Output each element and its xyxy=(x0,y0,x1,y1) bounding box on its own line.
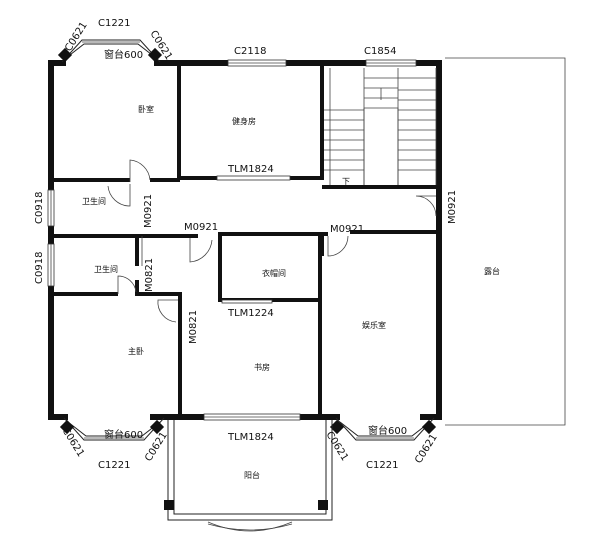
label-bay-tl: 窗台600 xyxy=(104,48,143,61)
exterior-walls xyxy=(48,60,442,420)
label-m0921-ent: M0921 xyxy=(330,224,364,235)
label-c2118: C2118 xyxy=(234,46,266,57)
label-tlm1824-gym: TLM1824 xyxy=(227,164,274,175)
label-c0918-upper: C0918 xyxy=(34,192,45,224)
room-master-bedroom: 主卧 xyxy=(128,346,144,356)
room-entertainment: 娱乐室 xyxy=(362,320,386,330)
label-bay-br: 窗台600 xyxy=(368,424,407,437)
room-bath-upper: 卫生间 xyxy=(82,196,106,206)
label-m0921-right: M0921 xyxy=(447,190,458,224)
label-c1854: C1854 xyxy=(364,46,396,57)
label-c0621-br-right: C0621 xyxy=(413,432,440,465)
interior-walls xyxy=(48,60,440,420)
room-balcony: 阳台 xyxy=(244,470,260,480)
label-tlm1824-study: TLM1824 xyxy=(227,432,274,443)
label-m0921-corridor: M0921 xyxy=(184,222,218,233)
doors xyxy=(107,159,437,323)
label-c0621-bl-left: C0621 xyxy=(59,426,86,459)
bay-window-bottom-left xyxy=(59,417,165,441)
balcony xyxy=(164,420,333,532)
label-c0918-lower: C0918 xyxy=(34,252,45,284)
room-bedroom: 卧室 xyxy=(138,104,154,114)
label-m0821-bath2: M0821 xyxy=(144,258,155,292)
label-c1221-br: C1221 xyxy=(366,460,398,471)
bay-window-bottom-right xyxy=(329,417,437,441)
label-c1221-bl: C1221 xyxy=(98,460,130,471)
label-c0621-bl-right: C0621 xyxy=(143,430,170,463)
room-gym: 健身房 xyxy=(232,116,256,126)
staircase xyxy=(324,68,437,185)
label-bay-bl: 窗台600 xyxy=(104,428,143,441)
room-study: 书房 xyxy=(254,362,270,372)
terrace-outline xyxy=(445,57,566,426)
label-c0621-br-left: C0621 xyxy=(323,430,350,463)
label-c1221-top: C1221 xyxy=(98,18,130,29)
room-cloakroom: 衣帽间 xyxy=(262,268,286,278)
windows xyxy=(47,59,417,421)
label-m0821-master: M0821 xyxy=(188,310,199,344)
label-tlm1224: TLM1224 xyxy=(227,308,274,319)
room-terrace: 露台 xyxy=(484,266,500,276)
room-bath-lower: 卫生间 xyxy=(94,264,118,274)
stair-down-label: 下 xyxy=(342,177,350,186)
label-m0921-bath: M0921 xyxy=(143,194,154,228)
label-c0621-tl-left: C0621 xyxy=(63,20,90,53)
